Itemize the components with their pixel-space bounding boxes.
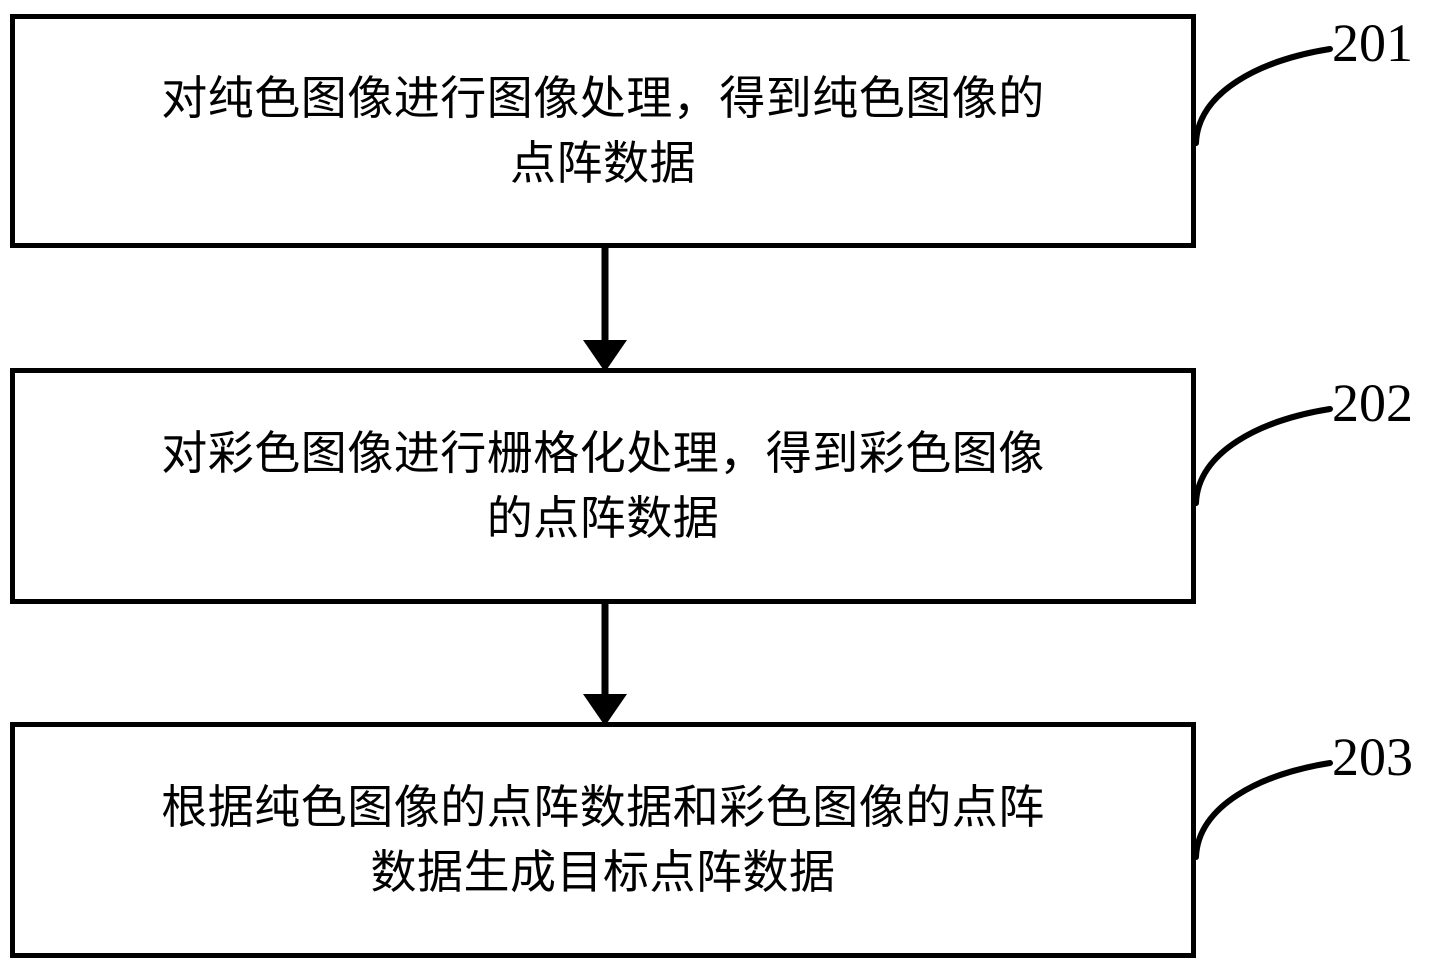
process-box-202-text: 对彩色图像进行栅格化处理，得到彩色图像 的点阵数据 bbox=[161, 425, 1045, 545]
process-box-202: 对彩色图像进行栅格化处理，得到彩色图像 的点阵数据 bbox=[10, 368, 1196, 604]
reference-label-201: 201 bbox=[1332, 13, 1413, 73]
process-box-203: 根据纯色图像的点阵数据和彩色图像的点阵 数据生成目标点阵数据 bbox=[10, 722, 1196, 958]
arrow-202-to-203 bbox=[583, 604, 627, 726]
leader-line-201 bbox=[1193, 46, 1333, 146]
leader-line-202 bbox=[1193, 406, 1333, 506]
arrow-201-to-202 bbox=[583, 248, 627, 372]
leader-line-203 bbox=[1193, 760, 1333, 860]
process-box-201: 对纯色图像进行图像处理，得到纯色图像的 点阵数据 bbox=[10, 14, 1196, 248]
reference-label-203: 203 bbox=[1332, 727, 1413, 787]
process-box-201-text: 对纯色图像进行图像处理，得到纯色图像的 点阵数据 bbox=[161, 70, 1045, 190]
reference-label-202: 202 bbox=[1332, 373, 1413, 433]
process-box-203-text: 根据纯色图像的点阵数据和彩色图像的点阵 数据生成目标点阵数据 bbox=[161, 779, 1045, 899]
